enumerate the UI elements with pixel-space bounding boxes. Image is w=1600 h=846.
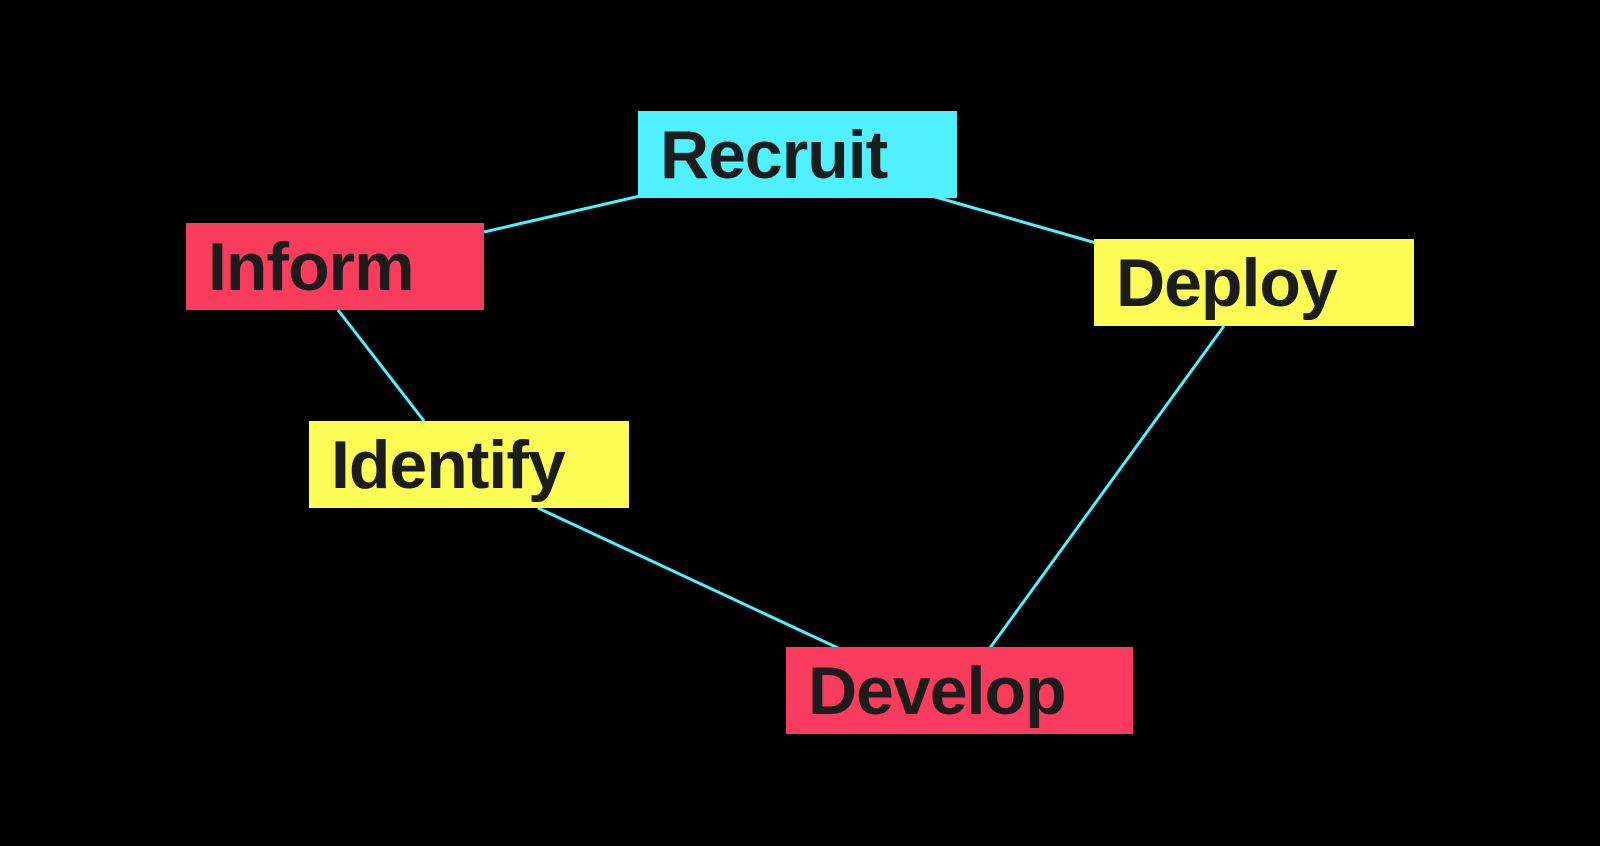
edge-recruit-deploy (931, 194, 1097, 245)
node-inform: Inform (186, 223, 484, 310)
edge-deploy-develop (988, 325, 1226, 649)
node-deploy: Deploy (1094, 239, 1414, 326)
edge-identify-develop (537, 506, 839, 650)
node-develop: Develop (786, 647, 1133, 734)
node-recruit: Recruit (638, 111, 957, 198)
edge-inform-recruit (483, 194, 641, 234)
node-identify: Identify (309, 421, 629, 508)
edge-inform-identify (336, 309, 426, 422)
